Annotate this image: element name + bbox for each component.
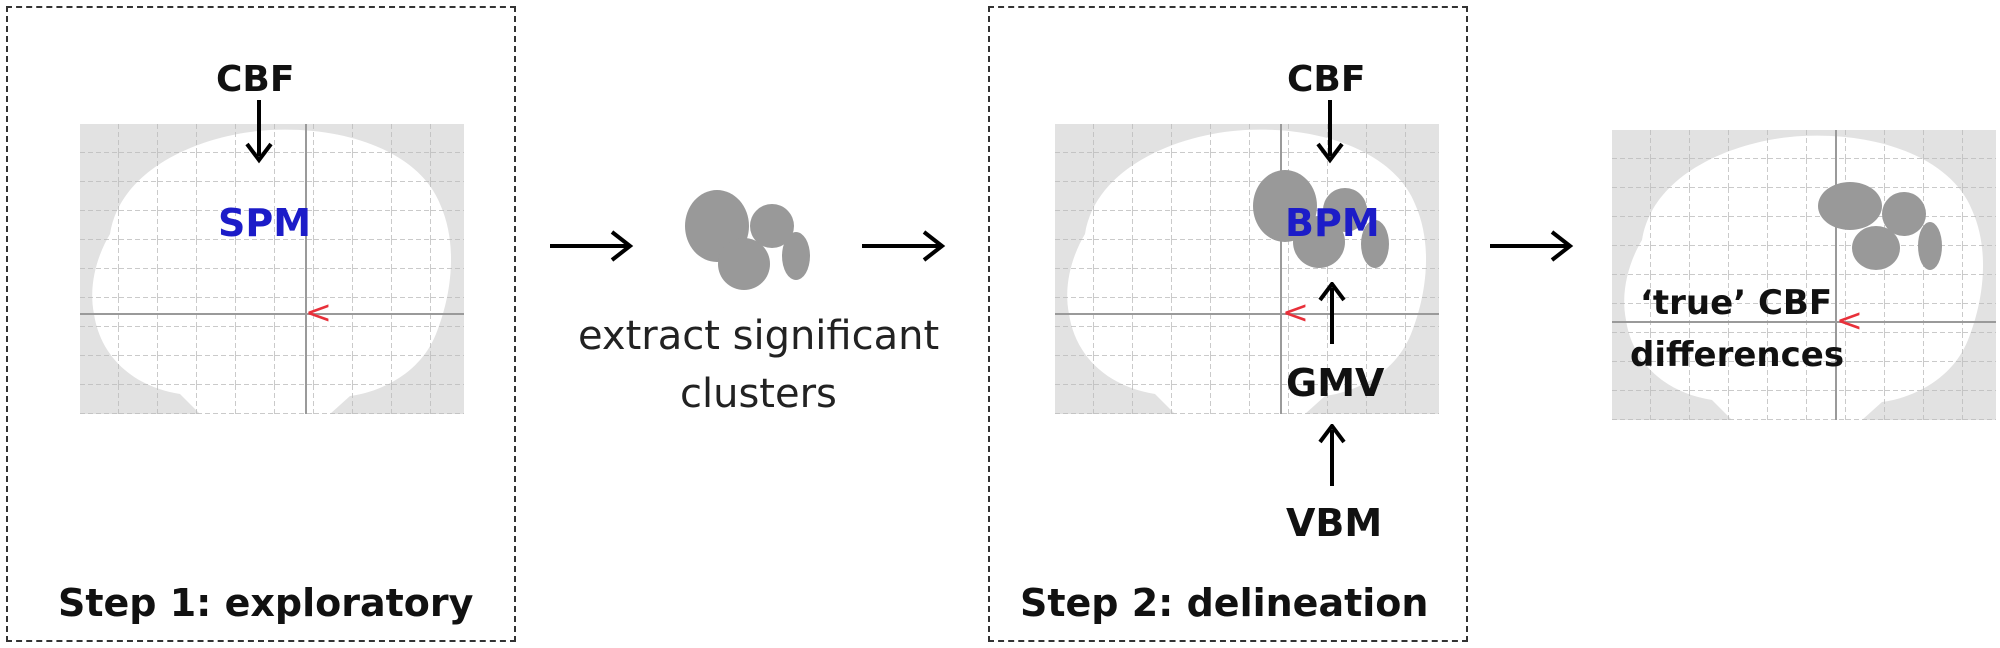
cluster-3 bbox=[718, 238, 770, 290]
arrow-step2-to-result bbox=[1490, 230, 1574, 262]
step1-input-label: CBF bbox=[216, 59, 295, 100]
step1-down-arrow bbox=[245, 100, 273, 164]
clusters-caption-line1: extract significant bbox=[578, 313, 940, 359]
step2-title: Step 2: delineation bbox=[1020, 581, 1429, 625]
step2-box bbox=[988, 6, 1468, 642]
clusters-caption-line2: clusters bbox=[680, 371, 837, 417]
result-line2: differences bbox=[1630, 335, 1845, 375]
step2-covariate-label: GMV bbox=[1286, 361, 1385, 405]
cluster-4 bbox=[1918, 222, 1942, 270]
step1-title: Step 1: exploratory bbox=[58, 581, 474, 625]
cluster-1 bbox=[1818, 182, 1882, 230]
arrow-step1-to-clusters bbox=[550, 230, 634, 262]
step1-brain-map bbox=[80, 124, 464, 414]
step1-box bbox=[6, 6, 516, 642]
result-brain-map bbox=[1612, 130, 1996, 420]
result-line1: ‘true’ CBF bbox=[1640, 283, 1833, 323]
step2-brain-map bbox=[1055, 124, 1439, 414]
cluster-4 bbox=[1361, 220, 1389, 268]
result-cursor-mark: < bbox=[1836, 301, 1863, 339]
cluster-2 bbox=[750, 204, 794, 248]
cluster-4 bbox=[782, 232, 810, 280]
step2-down-arrow bbox=[1316, 100, 1344, 164]
significant-clusters bbox=[685, 190, 810, 290]
step2-cursor-mark: < bbox=[1282, 293, 1309, 331]
step1-cursor-mark: < bbox=[305, 293, 332, 331]
step1-method-label: SPM bbox=[218, 201, 312, 245]
step2-method-label: BPM bbox=[1285, 201, 1380, 245]
step2-up-arrow-gmv bbox=[1318, 282, 1346, 344]
cluster-2 bbox=[1882, 192, 1926, 236]
arrow-clusters-to-step2 bbox=[862, 230, 946, 262]
step2-covariate-source: VBM bbox=[1286, 501, 1383, 545]
step2-up-arrow-vbm bbox=[1318, 424, 1346, 486]
step2-input-label: CBF bbox=[1287, 59, 1366, 100]
cluster-3 bbox=[1293, 216, 1345, 268]
cluster-3 bbox=[1852, 226, 1900, 270]
